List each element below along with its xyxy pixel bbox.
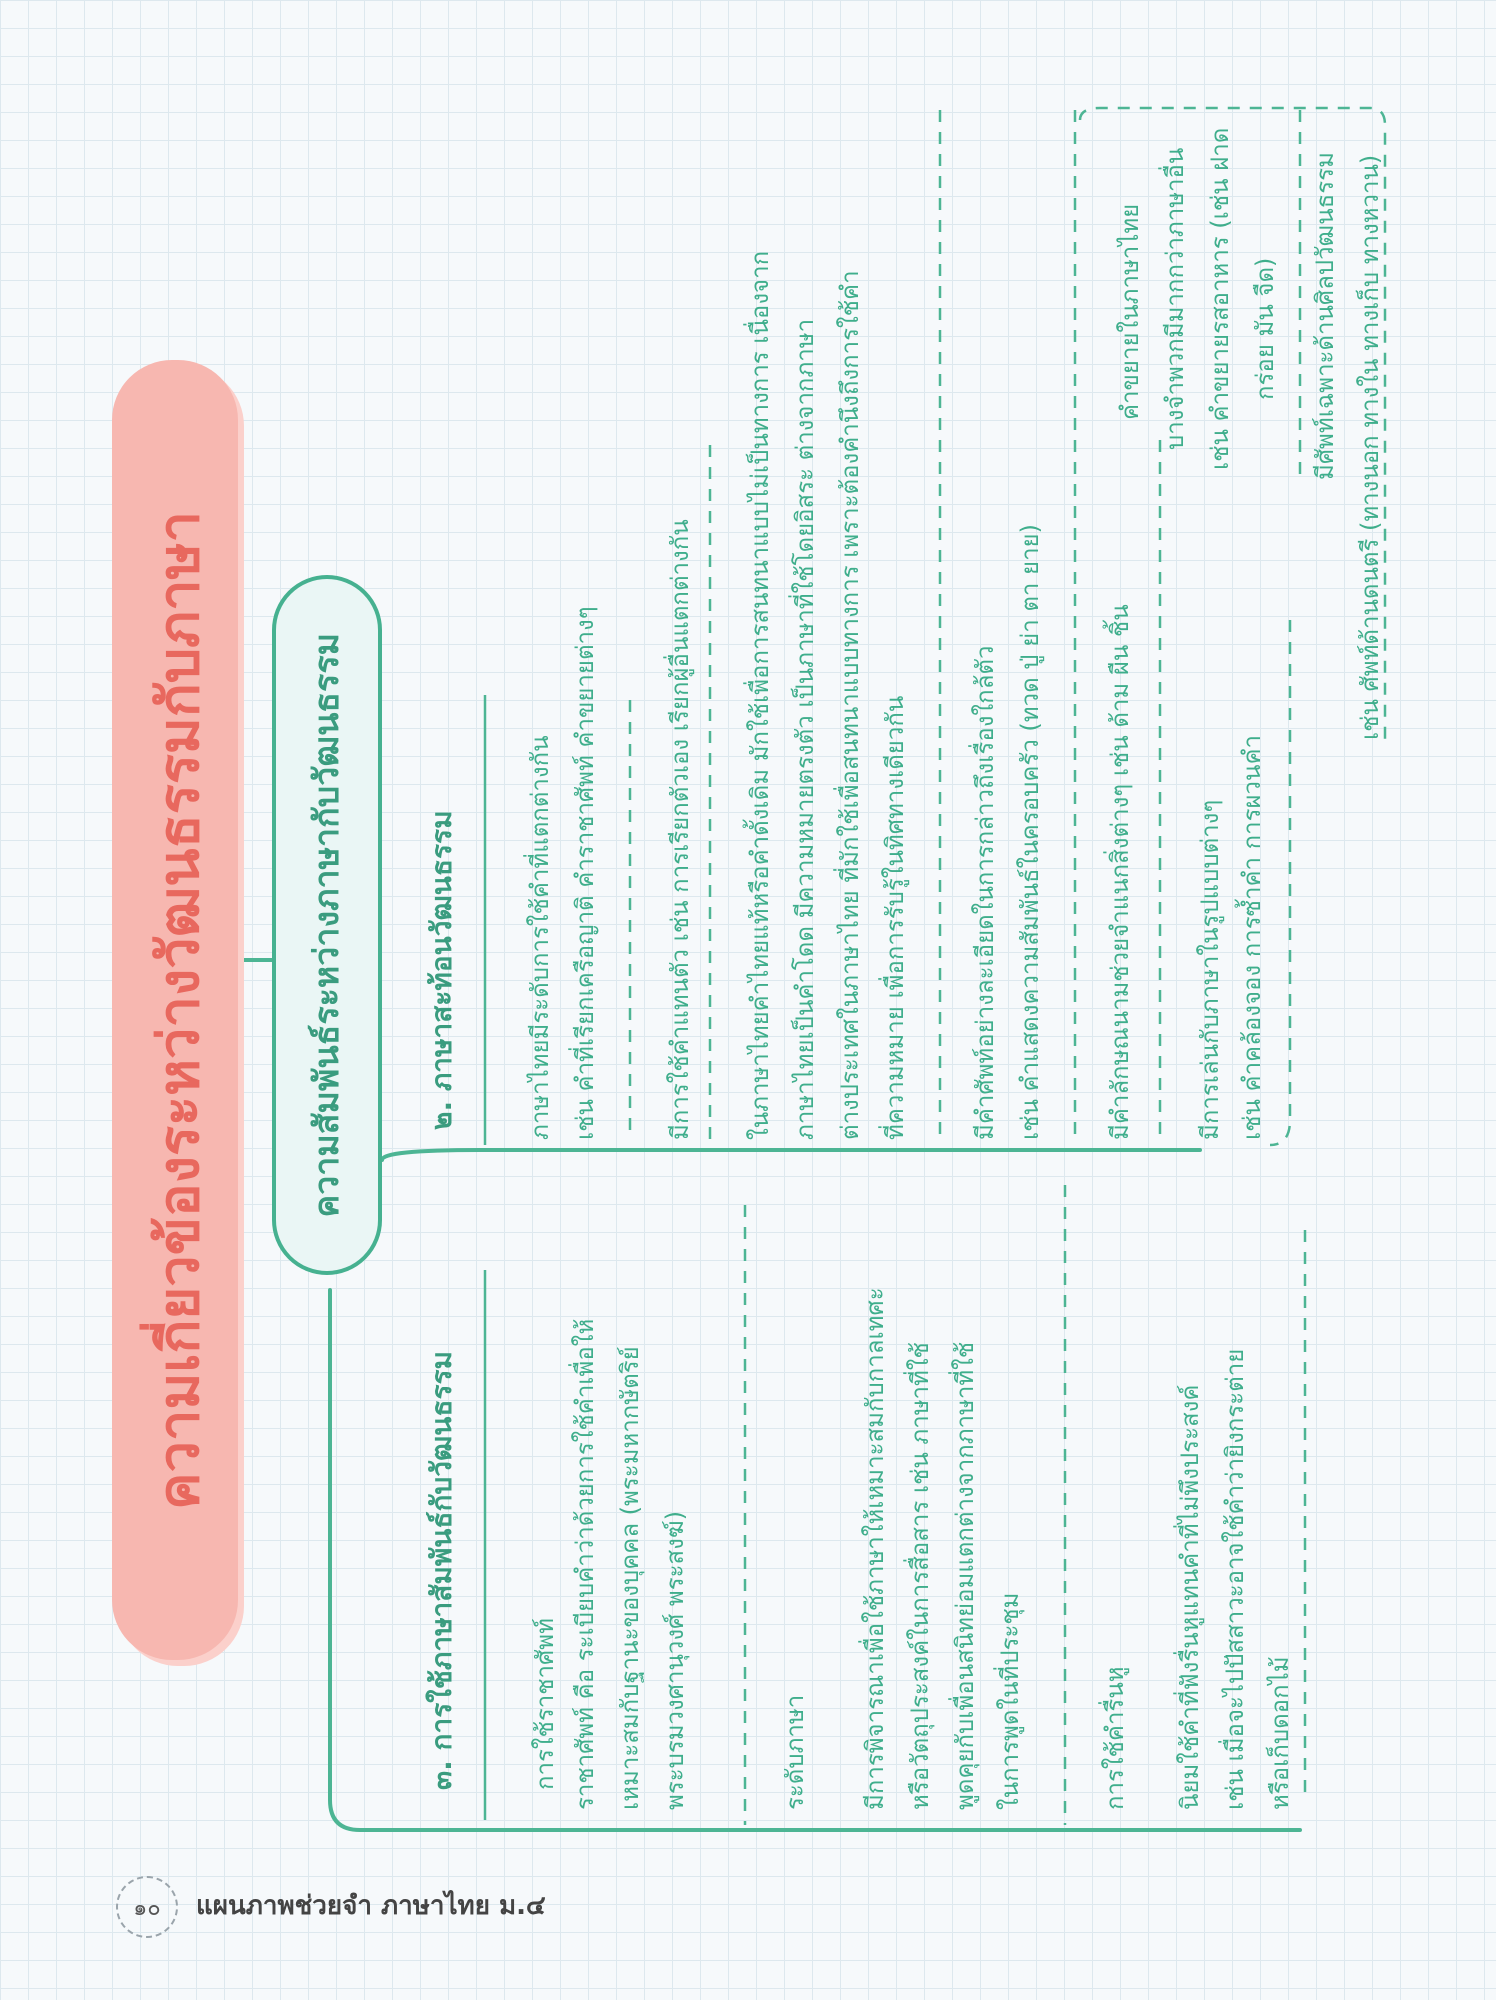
section-label: ระดับภาษา (781, 1694, 809, 1810)
branch-3-heading: ๓. การใช้ภาษาสัมพันธ์กับวัฒนธรรม (425, 1350, 458, 1790)
branch-2-heading: ๒. ภาษาสะท้อนวัฒนธรรม (425, 810, 458, 1130)
central-topic-text: ความสัมพันธ์ระหว่างภาษากับวัฒนธรรม (307, 632, 347, 1218)
central-topic: ความสัมพันธ์ระหว่างภาษากับวัฒนธรรม (284, 595, 370, 1255)
page-title: ความเกี่ยวข้องระหว่างวัฒนธรรมกับภาษา (128, 400, 228, 1620)
section-label: การใช้ราชาศัพท์ (531, 1618, 559, 1790)
title-blob (112, 360, 238, 1660)
page-title-text: ความเกี่ยวข้องระหว่างวัฒนธรรมกับภาษา (145, 510, 212, 1510)
section-label: การใช้คำรื่นหู (1101, 1666, 1129, 1810)
page-number-badge: ๑๐ (116, 1876, 178, 1938)
central-topic-pill (272, 575, 382, 1275)
book-title: แผนภาพช่วยจำ ภาษาไทย ม.๔ (196, 1891, 546, 1921)
page-number: ๑๐ (133, 1895, 161, 1921)
